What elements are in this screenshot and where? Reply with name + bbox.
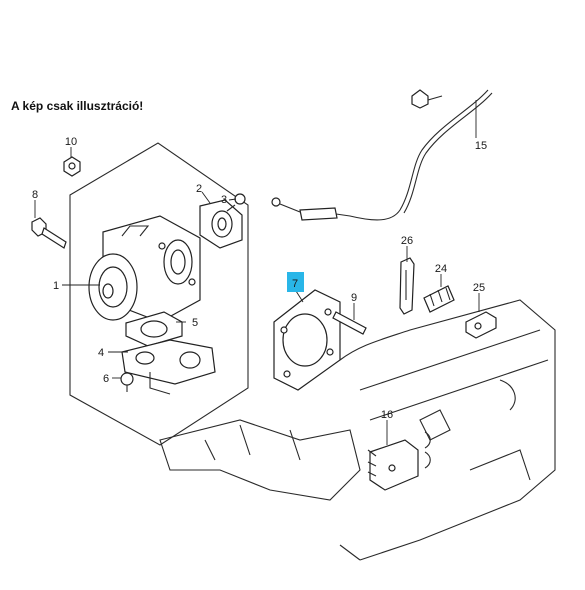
bolt-6 [120, 372, 134, 392]
callout-24: 24 [435, 263, 447, 275]
callout-labels: 10 8 1 2 3 5 4 6 7 9 15 26 24 25 16 [32, 136, 487, 421]
bolt-8 [31, 217, 67, 249]
illustration-notice: A kép csak illusztráció! [11, 99, 144, 113]
callout-15: 15 [475, 140, 487, 152]
callout-7: 7 [292, 278, 298, 290]
intake-manifold [159, 299, 556, 561]
callout-2: 2 [196, 183, 202, 195]
throttle-body-gasket [273, 289, 341, 391]
callout-9: 9 [351, 292, 357, 304]
callout-25: 25 [473, 282, 485, 294]
callout-3: 3 [221, 194, 227, 206]
callout-1: 1 [53, 280, 59, 292]
small-gasket [125, 311, 183, 347]
throttle-position-sensor [199, 199, 243, 249]
throttle-cable [271, 89, 493, 221]
callout-5: 5 [192, 317, 198, 329]
assembly-outline [69, 142, 249, 446]
callout-4: 4 [98, 347, 104, 359]
callout-7-highlight [287, 272, 304, 292]
callout-10: 10 [65, 136, 77, 148]
callout-16: 16 [381, 409, 393, 421]
idle-control-valve [121, 339, 216, 395]
callout-6: 6 [103, 373, 109, 385]
callout-8: 8 [32, 189, 38, 201]
leader-lines [34, 100, 480, 445]
throttle-body [88, 215, 201, 323]
callout-26: 26 [401, 235, 413, 247]
clip-24 [423, 285, 455, 313]
bracket-26 [399, 257, 415, 315]
bracket-25 [465, 311, 497, 339]
nut-10 [63, 156, 81, 177]
screw-3 [226, 193, 246, 212]
stud-9 [332, 311, 367, 335]
bracket-16 [367, 431, 431, 491]
